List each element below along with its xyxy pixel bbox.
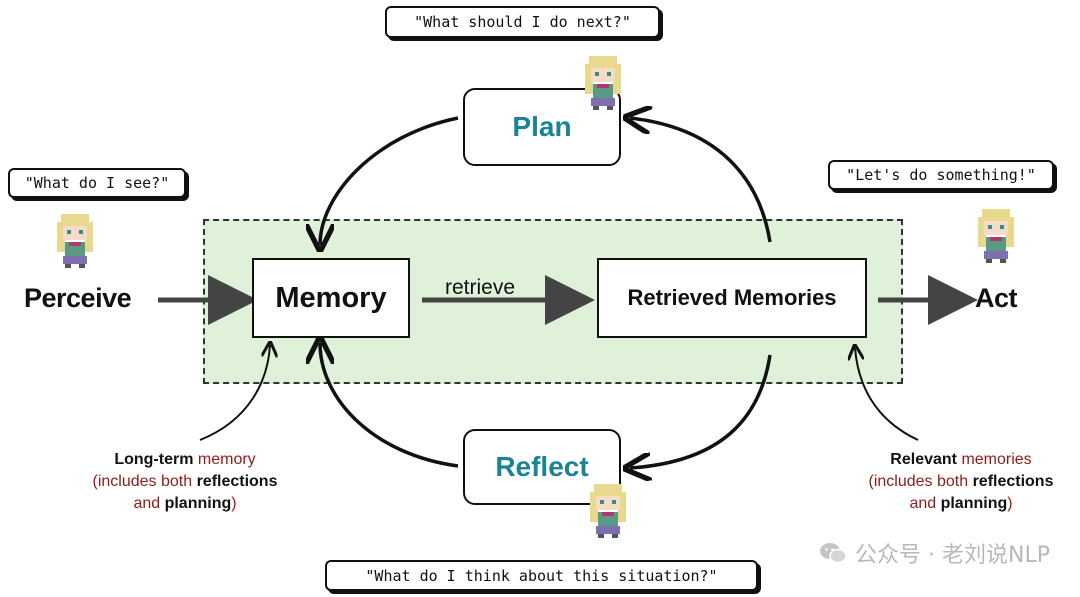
plan-avatar-icon bbox=[585, 56, 621, 110]
act-label: Act bbox=[975, 283, 1018, 313]
act-speech-bubble: "Let's do something!" bbox=[828, 160, 1054, 190]
reflect-speech-bubble: "What do I think about this situation?" bbox=[325, 560, 758, 591]
memory-box: Memory bbox=[252, 258, 410, 338]
relevant-memories-note: Relevant memories (includes both reflect… bbox=[842, 449, 1080, 515]
act-avatar-icon bbox=[978, 209, 1014, 263]
plan-to-memory-arc bbox=[320, 116, 459, 245]
note-left-red-4: ) bbox=[231, 495, 237, 512]
note-right-bold-1: Relevant bbox=[890, 451, 957, 468]
reflect-avatar-icon bbox=[590, 484, 626, 538]
long-term-memory-note: Long-term memory (includes both reflecti… bbox=[55, 449, 315, 515]
perceive-avatar-icon bbox=[57, 214, 93, 268]
note-right-red-4: ) bbox=[1007, 495, 1013, 512]
note-left-red-1: memory bbox=[193, 451, 256, 468]
note-right-bold-2: reflections bbox=[972, 473, 1054, 490]
note-right-red-1: memories bbox=[957, 451, 1032, 468]
retrieved-to-plan-arc bbox=[630, 118, 772, 243]
note-left-red-3: and bbox=[133, 495, 165, 512]
act-speech-text: "Let's do something!" bbox=[846, 166, 1036, 184]
left-note-arrow bbox=[199, 345, 270, 441]
retrieved-to-reflect-arc bbox=[630, 354, 772, 468]
memory-box-label: Memory bbox=[275, 281, 387, 314]
reflect-speech-text: "What do I think about this situation?" bbox=[365, 566, 718, 585]
note-left-bold-3: planning bbox=[164, 495, 232, 512]
watermark: 公众号 · 老刘说NLP bbox=[819, 537, 1050, 569]
note-left-bold-2: reflections bbox=[196, 473, 278, 490]
reflect-to-memory-arc bbox=[320, 343, 459, 468]
perceive-speech-bubble: "What do I see?" bbox=[8, 168, 186, 198]
plan-speech-text: "What should I do next?" bbox=[414, 13, 631, 31]
plan-speech-bubble: "What should I do next?" bbox=[385, 6, 660, 38]
right-note-arrow bbox=[855, 348, 919, 441]
plan-box-label: Plan bbox=[512, 111, 572, 142]
perceive-speech-text: "What do I see?" bbox=[24, 174, 170, 192]
watermark-text: 公众号 · 老刘说NLP bbox=[855, 543, 1050, 568]
retrieve-label: retrieve bbox=[445, 276, 516, 299]
reflect-box-label: Reflect bbox=[495, 451, 589, 482]
note-left-red-2: (includes both bbox=[92, 473, 197, 490]
retrieved-memories-box: Retrieved Memories bbox=[597, 258, 867, 338]
note-right-red-2: (includes both bbox=[868, 473, 973, 490]
note-right-red-3: and bbox=[909, 495, 941, 512]
note-left-bold-1: Long-term bbox=[114, 451, 194, 468]
wechat-icon bbox=[820, 543, 847, 564]
note-right-bold-3: planning bbox=[940, 495, 1008, 512]
perceive-label: Perceive bbox=[24, 283, 132, 313]
retrieved-memories-label: Retrieved Memories bbox=[627, 285, 837, 310]
